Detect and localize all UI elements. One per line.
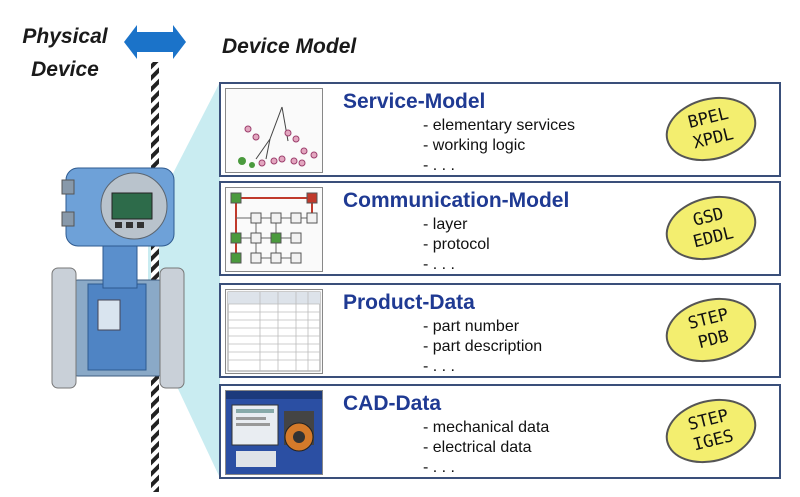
communication-model-badge: GSD EDDL bbox=[658, 186, 764, 270]
list-item: - part number bbox=[423, 318, 520, 335]
list-item: - mechanical data bbox=[423, 419, 550, 436]
communication-model-box: Communication-Model - layer - protocol -… bbox=[219, 181, 781, 276]
list-item: - layer bbox=[423, 216, 468, 233]
cad-data-thumbnail bbox=[225, 390, 323, 475]
communication-model-title: Communication-Model bbox=[343, 189, 570, 212]
product-data-items: - part number - part description - . . . bbox=[423, 317, 542, 377]
flow-meter-device bbox=[51, 167, 185, 389]
list-item: - electrical data bbox=[423, 439, 532, 456]
communication-model-thumbnail bbox=[225, 187, 323, 272]
list-item: - . . . bbox=[423, 358, 455, 375]
product-data-title: Product-Data bbox=[343, 291, 475, 314]
list-item: - . . . bbox=[423, 459, 455, 476]
product-data-badge: STEP PDB bbox=[658, 288, 764, 372]
hatched-pole bbox=[151, 62, 159, 492]
communication-model-items: - layer - protocol - . . . bbox=[423, 215, 490, 275]
cad-data-title: CAD-Data bbox=[343, 392, 442, 415]
service-model-box: Service-Model - elementary services - wo… bbox=[219, 82, 781, 177]
list-item: - elementary services bbox=[423, 117, 576, 134]
list-item: - working logic bbox=[423, 137, 526, 154]
service-model-items: - elementary services - working logic - … bbox=[423, 116, 575, 176]
service-model-title: Service-Model bbox=[343, 90, 486, 113]
list-item: - . . . bbox=[423, 256, 455, 273]
service-model-badge: BPEL XPDL bbox=[658, 87, 764, 171]
product-data-thumbnail bbox=[225, 289, 323, 374]
list-item: - part description bbox=[423, 338, 543, 355]
list-item: - . . . bbox=[423, 157, 455, 174]
list-item: - protocol bbox=[423, 236, 490, 253]
cad-data-box: CAD-Data - mechanical data - electrical … bbox=[219, 384, 781, 479]
device-model-title: Device Model bbox=[222, 35, 357, 58]
bidirectional-arrow-icon bbox=[124, 25, 186, 59]
physical-device-title: Physical Device bbox=[22, 25, 108, 81]
product-data-box: Product-Data - part number - part descri… bbox=[219, 283, 781, 378]
cad-data-items: - mechanical data - electrical data - . … bbox=[423, 418, 549, 478]
cad-data-badge: STEP IGES bbox=[658, 389, 764, 473]
service-model-thumbnail bbox=[225, 88, 323, 173]
